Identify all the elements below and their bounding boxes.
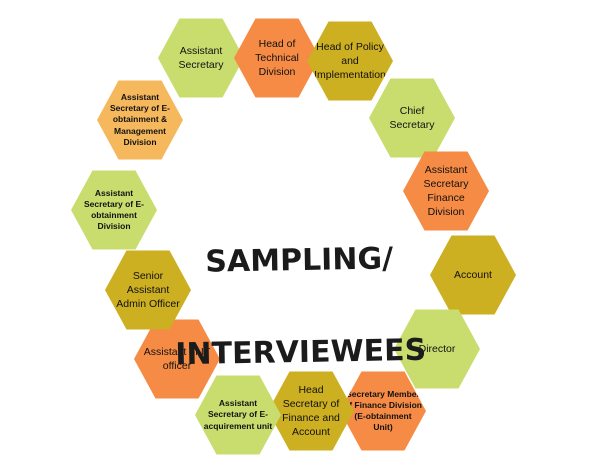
node-label: Chief Secretary <box>389 104 435 131</box>
node-label: Director <box>418 342 456 355</box>
node-label: Assistant Secretary of E-obtainment Divi… <box>84 187 144 232</box>
node-assistant-secretary-e-obtainment-division: Assistant Secretary of E-obtainment Divi… <box>71 170 157 250</box>
node-director: Director <box>394 309 480 389</box>
node-label: Assistant Secretary <box>178 44 224 71</box>
node-assistant-secretary-finance-division: Assistant Secretary Finance Division <box>403 151 489 231</box>
node-label: Account <box>454 268 492 281</box>
node-label: Senior Assistant Admin Officer <box>116 269 180 311</box>
node-assistant-secretary-e-obtainment-management-division: Assistant Secretary of E-obtainment & Ma… <box>97 80 183 160</box>
node-head-of-technical-division: Head of Technical Division <box>234 18 320 98</box>
title-line-2: INTERVIEWEES <box>175 332 427 373</box>
diagram-title: SAMPLING/ INTERVIEWEES <box>158 190 442 425</box>
node-label: Head of Policy and Implementation <box>314 40 386 82</box>
node-label: Secretary Member of Finance Division (E-… <box>344 388 422 433</box>
node-label: Head Secretary of Finance and Account <box>282 383 340 439</box>
title-line-1: SAMPLING/ <box>205 241 394 280</box>
node-label: Assistant of IT officer <box>143 345 211 372</box>
node-label: Assistant Secretary of E-obtainment & Ma… <box>110 92 170 147</box>
node-senior-assistant-admin-officer: Senior Assistant Admin Officer <box>105 250 191 330</box>
node-head-of-policy-and-implementation: Head of Policy and Implementation <box>307 21 393 101</box>
node-assistant-secretary-e-acquirement-unit: Assistant Secretary of E-acquirement uni… <box>195 375 281 455</box>
node-chief-secretary: Chief Secretary <box>369 78 455 158</box>
node-assistant-secretary: Assistant Secretary <box>158 18 244 98</box>
node-assistant-of-it-officer: Assistant of IT officer <box>134 319 220 399</box>
node-account: Account <box>430 235 516 315</box>
node-head-secretary-finance-and-account: Head Secretary of Finance and Account <box>268 371 354 451</box>
node-label: Assistant Secretary of E-acquirement uni… <box>203 398 273 431</box>
node-label: Head of Technical Division <box>255 37 299 79</box>
node-secretary-member-finance-division: Secretary Member of Finance Division (E-… <box>340 371 426 451</box>
node-label: Assistant Secretary Finance Division <box>423 163 469 219</box>
